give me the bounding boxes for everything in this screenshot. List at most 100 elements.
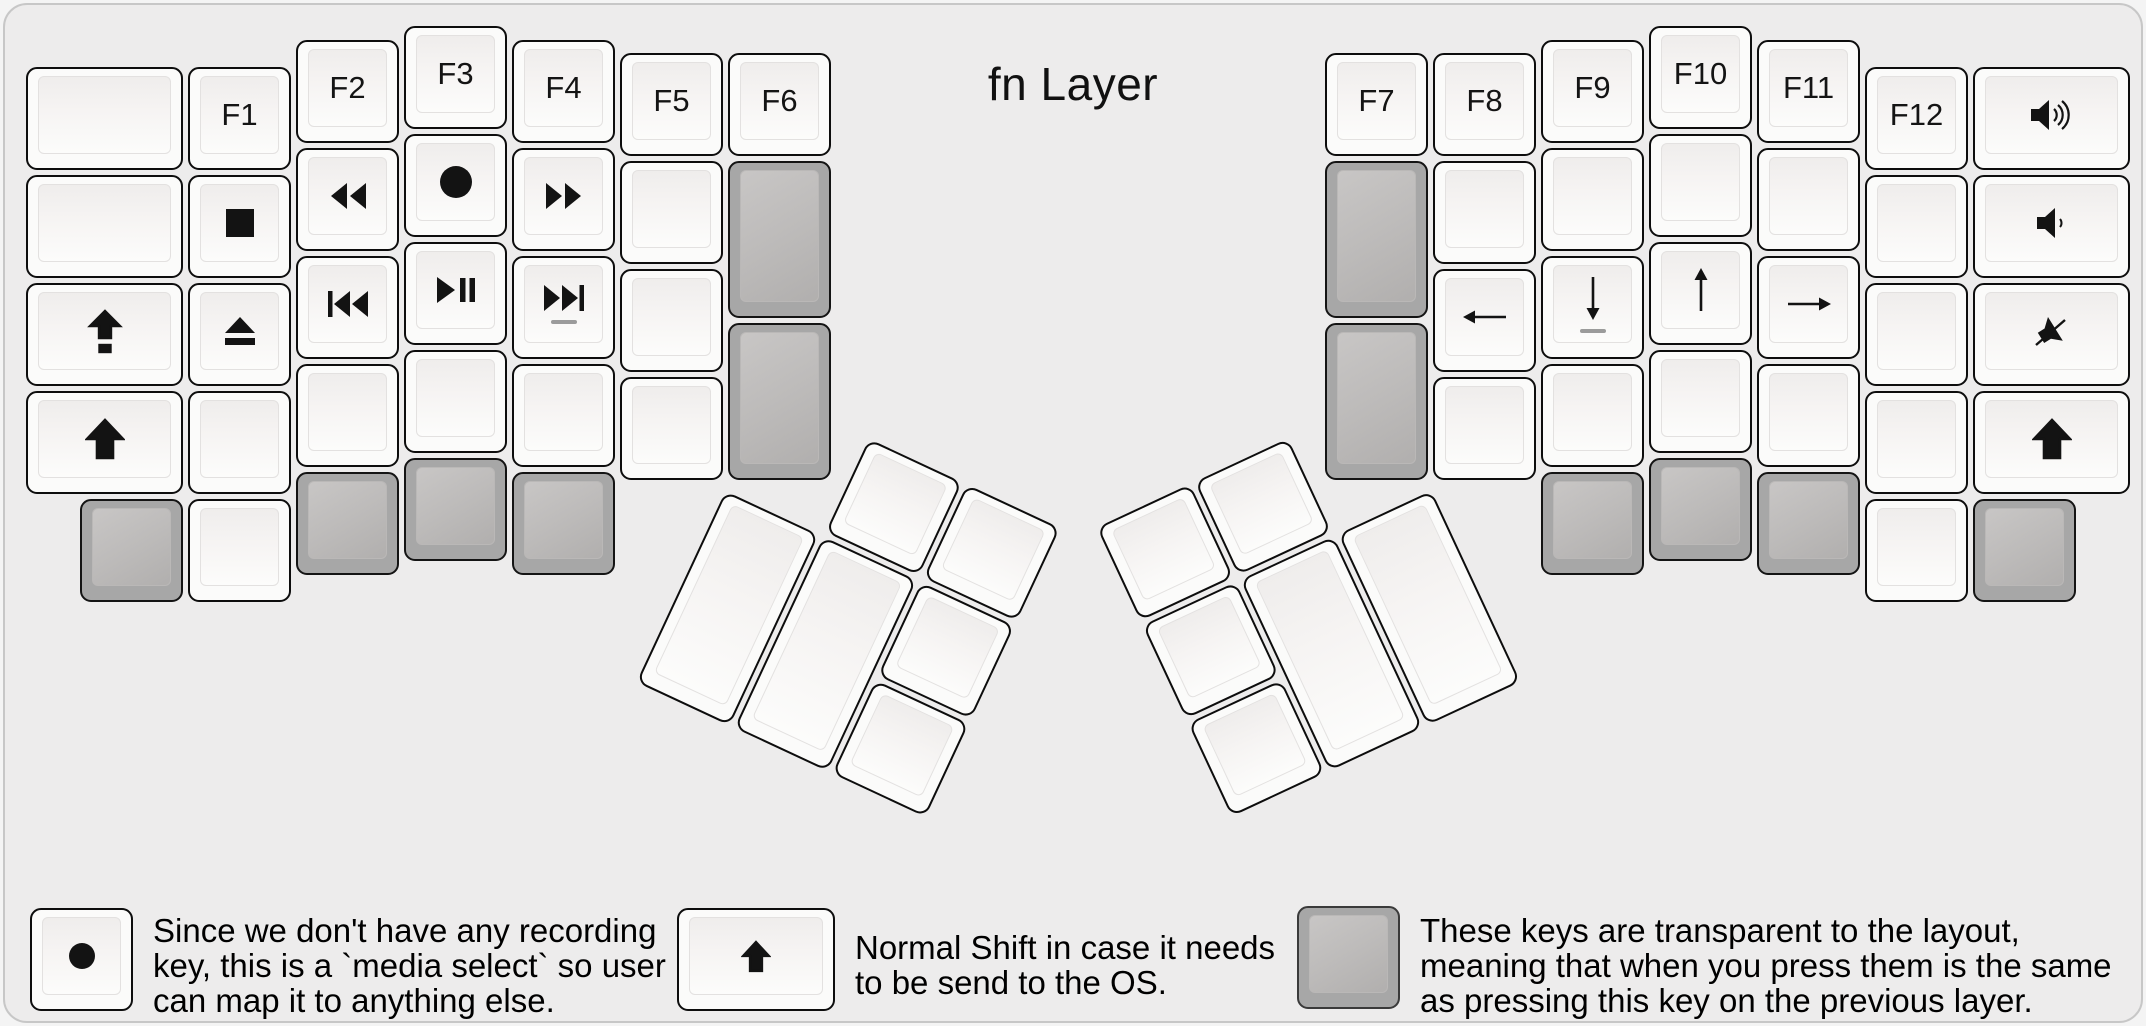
key-arrow-down[interactable]: [1541, 256, 1644, 359]
keycap-face: [1661, 251, 1740, 329]
key-right-c2-r2[interactable]: [1541, 148, 1644, 251]
key-f1[interactable]: F1: [188, 67, 291, 170]
key-right-bottom-5[interactable]: [1973, 499, 2076, 602]
key-right-c2-r4[interactable]: [1541, 364, 1644, 467]
keycap-face: [1209, 451, 1314, 556]
key-stop[interactable]: [188, 175, 291, 278]
key-right-bottom-4[interactable]: [1865, 499, 1968, 602]
keycap-face: [38, 400, 171, 478]
key-caps-lock[interactable]: [26, 283, 183, 386]
key-right-c5-r4[interactable]: [1865, 391, 1968, 494]
key-left-outer-r2[interactable]: [26, 175, 183, 278]
key-left-bottom-4[interactable]: [404, 458, 507, 561]
keycap-face: F8: [1445, 62, 1524, 140]
key-right-c1-r4[interactable]: [1433, 377, 1536, 480]
key-left-inner-tall-1[interactable]: [728, 161, 831, 318]
key-left-c3-r4[interactable]: [404, 350, 507, 453]
key-left-c2-r4[interactable]: [296, 364, 399, 467]
key-right-c5-r3[interactable]: [1865, 283, 1968, 386]
key-next-track[interactable]: [512, 256, 615, 359]
key-shift-right[interactable]: [1973, 391, 2130, 494]
key-f3[interactable]: F3: [404, 26, 507, 129]
keycap-face: [416, 251, 495, 329]
key-left-bottom-2[interactable]: [188, 499, 291, 602]
key-f5[interactable]: F5: [620, 53, 723, 156]
key-label: F10: [1673, 56, 1728, 91]
key-right-c1-r2[interactable]: [1433, 161, 1536, 264]
key-label: F11: [1782, 70, 1835, 105]
key-f8[interactable]: F8: [1433, 53, 1536, 156]
keycap-face: [1877, 508, 1956, 586]
key-right-c4-r4[interactable]: [1757, 364, 1860, 467]
keycap-face: [1553, 373, 1632, 451]
key-volume-up[interactable]: [1973, 67, 2130, 170]
keycap-face: F4: [524, 49, 603, 127]
legend-note-transparent-keys: These keys are transparent to the layout…: [1420, 913, 2112, 1018]
key-legend-transparent-key[interactable]: [1297, 906, 1400, 1009]
keycap-face: [1985, 292, 2118, 370]
key-left-c1-r4[interactable]: [188, 391, 291, 494]
key-arrow-left[interactable]: [1433, 269, 1536, 372]
keycap-face: F11: [1769, 49, 1848, 127]
keycap-face: [200, 184, 279, 262]
key-right-inner-tall-2[interactable]: [1325, 323, 1428, 480]
keycap-face: [1985, 184, 2118, 262]
capslock-icon: [86, 308, 123, 354]
keycap-face: [1985, 400, 2118, 478]
key-f6[interactable]: F6: [728, 53, 831, 156]
key-prev-track[interactable]: [296, 256, 399, 359]
key-right-c3-r4[interactable]: [1649, 350, 1752, 453]
keycap-face: [416, 467, 495, 545]
key-record[interactable]: [404, 134, 507, 237]
key-play-pause[interactable]: [404, 242, 507, 345]
key-right-bottom-3[interactable]: [1757, 472, 1860, 575]
key-right-c5-r2[interactable]: [1865, 175, 1968, 278]
keycap-face: [1309, 915, 1388, 993]
key-f10[interactable]: F10: [1649, 26, 1752, 129]
key-label: F7: [1358, 83, 1395, 118]
keycap-face: [92, 508, 171, 586]
key-arrow-up[interactable]: [1649, 242, 1752, 345]
key-label: F6: [761, 83, 798, 118]
key-f11[interactable]: F11: [1757, 40, 1860, 143]
key-volume-down[interactable]: [1973, 175, 2130, 278]
key-left-outer-r1[interactable]: [26, 67, 183, 170]
key-left-c5-r3[interactable]: [620, 269, 723, 372]
key-left-c5-r2[interactable]: [620, 161, 723, 264]
key-fast-forward[interactable]: [512, 148, 615, 251]
keycap-face: [1661, 143, 1740, 221]
key-f2[interactable]: F2: [296, 40, 399, 143]
key-right-inner-tall-1[interactable]: [1325, 161, 1428, 318]
key-left-c4-r4[interactable]: [512, 364, 615, 467]
key-left-bottom-3[interactable]: [296, 472, 399, 575]
key-eject[interactable]: [188, 283, 291, 386]
key-label: F8: [1466, 83, 1503, 118]
key-f12[interactable]: F12: [1865, 67, 1968, 170]
keycap-face: [1877, 292, 1956, 370]
key-legend-shift-key[interactable]: [677, 908, 835, 1011]
key-left-bottom-1[interactable]: [80, 499, 183, 602]
key-right-bottom-2[interactable]: [1649, 458, 1752, 561]
legend-line: Since we don't have any recording: [153, 912, 657, 949]
key-f4[interactable]: F4: [512, 40, 615, 143]
key-right-bottom-1[interactable]: [1541, 472, 1644, 575]
key-left-bottom-5[interactable]: [512, 472, 615, 575]
key-f7[interactable]: F7: [1325, 53, 1428, 156]
key-left-inner-tall-2[interactable]: [728, 323, 831, 480]
keycap-face: F2: [308, 49, 387, 127]
key-shift-left[interactable]: [26, 391, 183, 494]
key-arrow-right[interactable]: [1757, 256, 1860, 359]
key-f9[interactable]: F9: [1541, 40, 1644, 143]
key-left-c5-r4[interactable]: [620, 377, 723, 480]
keycap-face: [1661, 467, 1740, 545]
keycap-face: [632, 386, 711, 464]
key-rewind[interactable]: [296, 148, 399, 251]
keycap-face: [740, 332, 819, 464]
key-right-c3-r2[interactable]: [1649, 134, 1752, 237]
key-mute[interactable]: [1973, 283, 2130, 386]
rewind-icon: [329, 182, 367, 210]
key-right-c4-r2[interactable]: [1757, 148, 1860, 251]
key-legend-record-key[interactable]: [30, 908, 133, 1011]
eject-icon: [223, 316, 257, 346]
